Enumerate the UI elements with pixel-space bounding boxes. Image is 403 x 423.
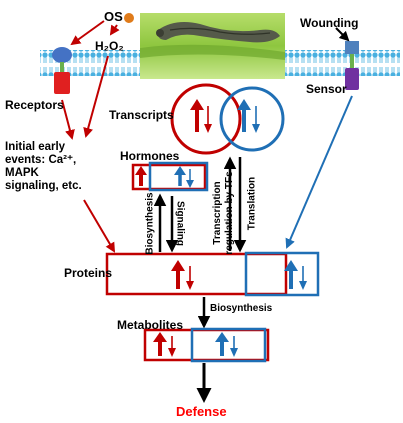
metabolites-boxes bbox=[143, 327, 270, 363]
transcripts-venn bbox=[170, 83, 285, 155]
transcripts-blue-down-arrow bbox=[252, 106, 260, 133]
transcripts-red-up-arrow bbox=[190, 99, 204, 132]
defense-label: Defense bbox=[176, 404, 227, 419]
proteins-blue-down-arrow bbox=[299, 266, 307, 290]
events-to-proteins-arrow bbox=[83, 199, 116, 253]
proteins-blue-up-arrow bbox=[284, 260, 298, 289]
os-label: OS bbox=[104, 9, 123, 24]
metabolites-blue-down-arrow bbox=[230, 336, 238, 357]
receptors-label: Receptors bbox=[5, 98, 64, 112]
transcripts-red-down-arrow bbox=[204, 106, 212, 133]
biosynthesis-vertical-label: Biosynthesis bbox=[144, 192, 156, 255]
proteins-boxes bbox=[105, 251, 320, 297]
h2o2-to-events-arrow bbox=[83, 55, 109, 138]
early-events-line-1: Initial early bbox=[5, 141, 66, 153]
transcription-line-1: Transcription bbox=[212, 181, 223, 245]
early-events-line-4: signaling, etc. bbox=[5, 180, 82, 192]
transcription-vertical-label: Transcription regulation by TFs bbox=[212, 168, 238, 258]
hormones-boxes bbox=[131, 161, 209, 192]
sensor-icon bbox=[345, 41, 359, 90]
metabolites-red-down-arrow bbox=[168, 336, 176, 357]
translation-vertical-label: Translation bbox=[246, 176, 258, 231]
os-droplet-icon bbox=[124, 13, 134, 23]
hormones-blue-up-arrow bbox=[174, 166, 186, 186]
sensor-label: Sensor bbox=[306, 82, 347, 96]
wounding-label: Wounding bbox=[300, 16, 359, 30]
transcripts-label: Transcripts bbox=[109, 108, 174, 122]
early-events-line-2: events: Ca²⁺, bbox=[5, 154, 77, 166]
signaling-vertical-label: Signaling bbox=[174, 201, 186, 246]
early-events-label: Initial early events: Ca²⁺, MAPK signali… bbox=[5, 141, 82, 193]
os-to-receptor-arrow bbox=[70, 20, 105, 46]
biosynthesis-label: Biosynthesis bbox=[210, 303, 273, 314]
transcription-line-2: regulation by TFs bbox=[224, 171, 235, 255]
wounding-arrow bbox=[335, 27, 350, 42]
caterpillar-photo bbox=[140, 13, 285, 79]
early-events-line-3: MAPK bbox=[5, 167, 39, 179]
sensor-to-proteins-arrow bbox=[285, 95, 353, 249]
receptor-to-events-arrow bbox=[61, 99, 75, 140]
receptor-icon bbox=[52, 47, 72, 94]
proteins-red-down-arrow bbox=[186, 266, 194, 290]
hormones-label: Hormones bbox=[120, 149, 180, 163]
proteins-label: Proteins bbox=[64, 266, 113, 280]
proteins-red-up-arrow bbox=[171, 260, 185, 289]
metabolites-red-up-arrow bbox=[153, 332, 167, 356]
hormones-blue-down-arrow bbox=[186, 169, 194, 188]
h2o2-label: H₂O₂ bbox=[95, 39, 124, 53]
metabolites-blue-up-arrow bbox=[215, 332, 229, 356]
hormones-red-up-arrow bbox=[135, 166, 147, 186]
os-to-h2o2-arrow bbox=[109, 24, 120, 36]
transcripts-blue-up-arrow bbox=[237, 99, 251, 132]
metabolites-label: Metabolites bbox=[117, 318, 184, 332]
